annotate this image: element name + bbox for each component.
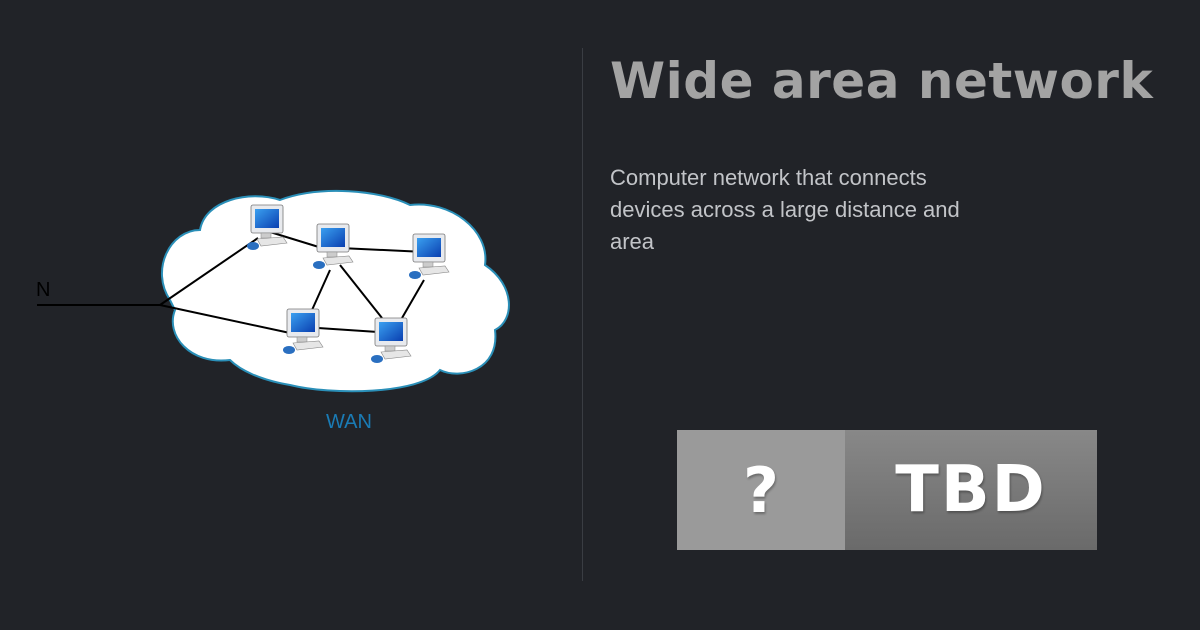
question-mark-icon: ? xyxy=(677,430,845,550)
status-badge: ? TBD xyxy=(677,430,1097,550)
description: Computer network that connects devices a… xyxy=(610,165,960,254)
divider xyxy=(582,48,583,581)
computer-icon xyxy=(312,223,354,270)
badge-status-text: TBD xyxy=(845,430,1097,550)
computer-icon xyxy=(282,308,324,355)
computer-icon xyxy=(370,317,412,364)
wan-label: WAN xyxy=(326,411,372,433)
left-network-label: N xyxy=(36,279,50,301)
computer-icon xyxy=(246,204,288,251)
network-links xyxy=(37,231,426,334)
cloud-shape xyxy=(160,189,510,393)
computer-icon xyxy=(408,233,450,280)
wan-diagram: N WAN xyxy=(36,189,510,433)
page-title: Wide area network xyxy=(610,52,1154,110)
